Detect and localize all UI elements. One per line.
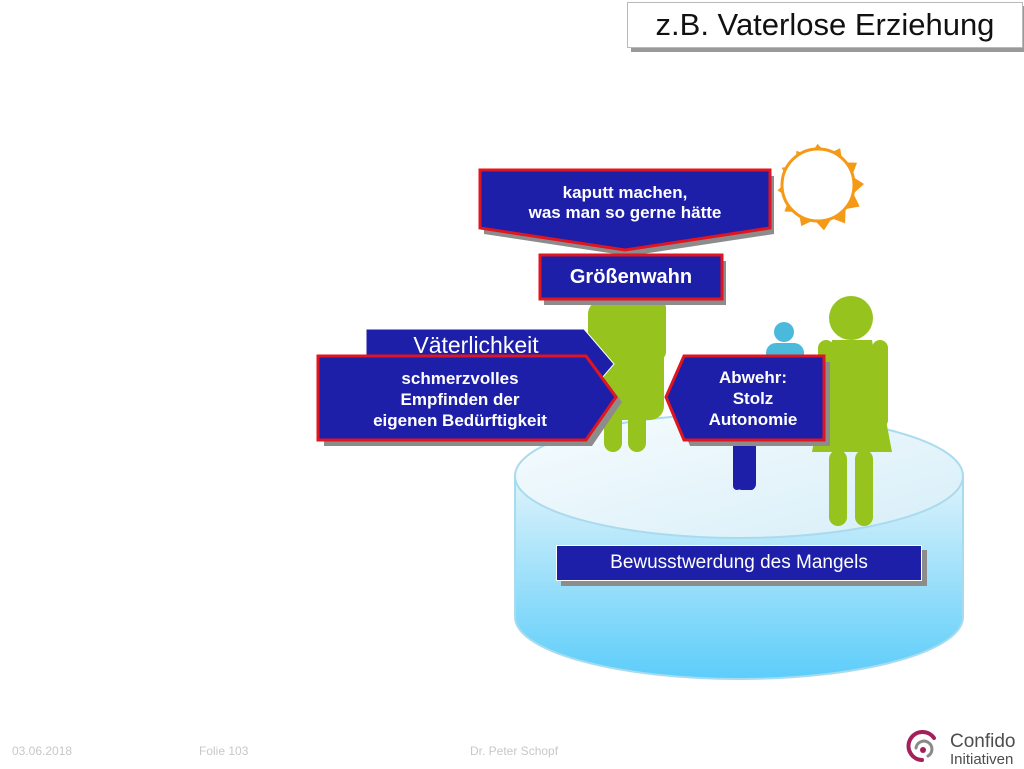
abwehr-line-2: Stolz [732, 388, 774, 408]
sun-icon [777, 143, 864, 231]
abwehr-callout-shape [664, 354, 826, 442]
groessenwahn-label: Größenwahn [569, 265, 693, 288]
logo-line-1: Confido [950, 731, 1016, 752]
abwehr-line-3: Autonomie [708, 409, 798, 429]
schmerz-line-2: Empfinden der [400, 389, 520, 409]
vaeterlichkeit-label: Väterlichkeit [413, 332, 539, 358]
footer-author: Dr. Peter Schopf [470, 744, 559, 758]
schmerz-line-1: schmerzvolles [401, 368, 519, 388]
kaputt-line-2: was man so gerne hätte [528, 203, 722, 222]
logo-line-2: Initiativen [950, 751, 1014, 768]
logo-swirl-icon [906, 730, 936, 762]
kaputt-callout-shape [478, 168, 772, 252]
footer-date: 03.06.2018 [12, 744, 73, 758]
slide-title: z.B. Vaterlose Erziehung [627, 2, 1023, 48]
schmerz-callout-shape [316, 354, 618, 442]
schmerz-line-3: eigenen Bedürftigkeit [373, 410, 547, 430]
footer-slide-number: Folie 103 [199, 744, 249, 758]
kaputt-line-1: kaputt machen, [562, 183, 688, 202]
abwehr-label: Abwehr: Stolz Autonomie [682, 360, 824, 436]
bewusstwerdung-label: Bewusstwerdung des Mangels [556, 545, 922, 581]
groessenwahn-box-shape [538, 253, 724, 301]
abwehr-line-1: Abwehr: [719, 367, 787, 387]
logo-text: Confido Initiativen [950, 731, 1016, 769]
kaputt-machen-label: kaputt machen, was man so gerne hätte [487, 172, 763, 234]
schmerz-label: schmerzvolles Empfinden der eigenen Bedü… [322, 360, 598, 438]
